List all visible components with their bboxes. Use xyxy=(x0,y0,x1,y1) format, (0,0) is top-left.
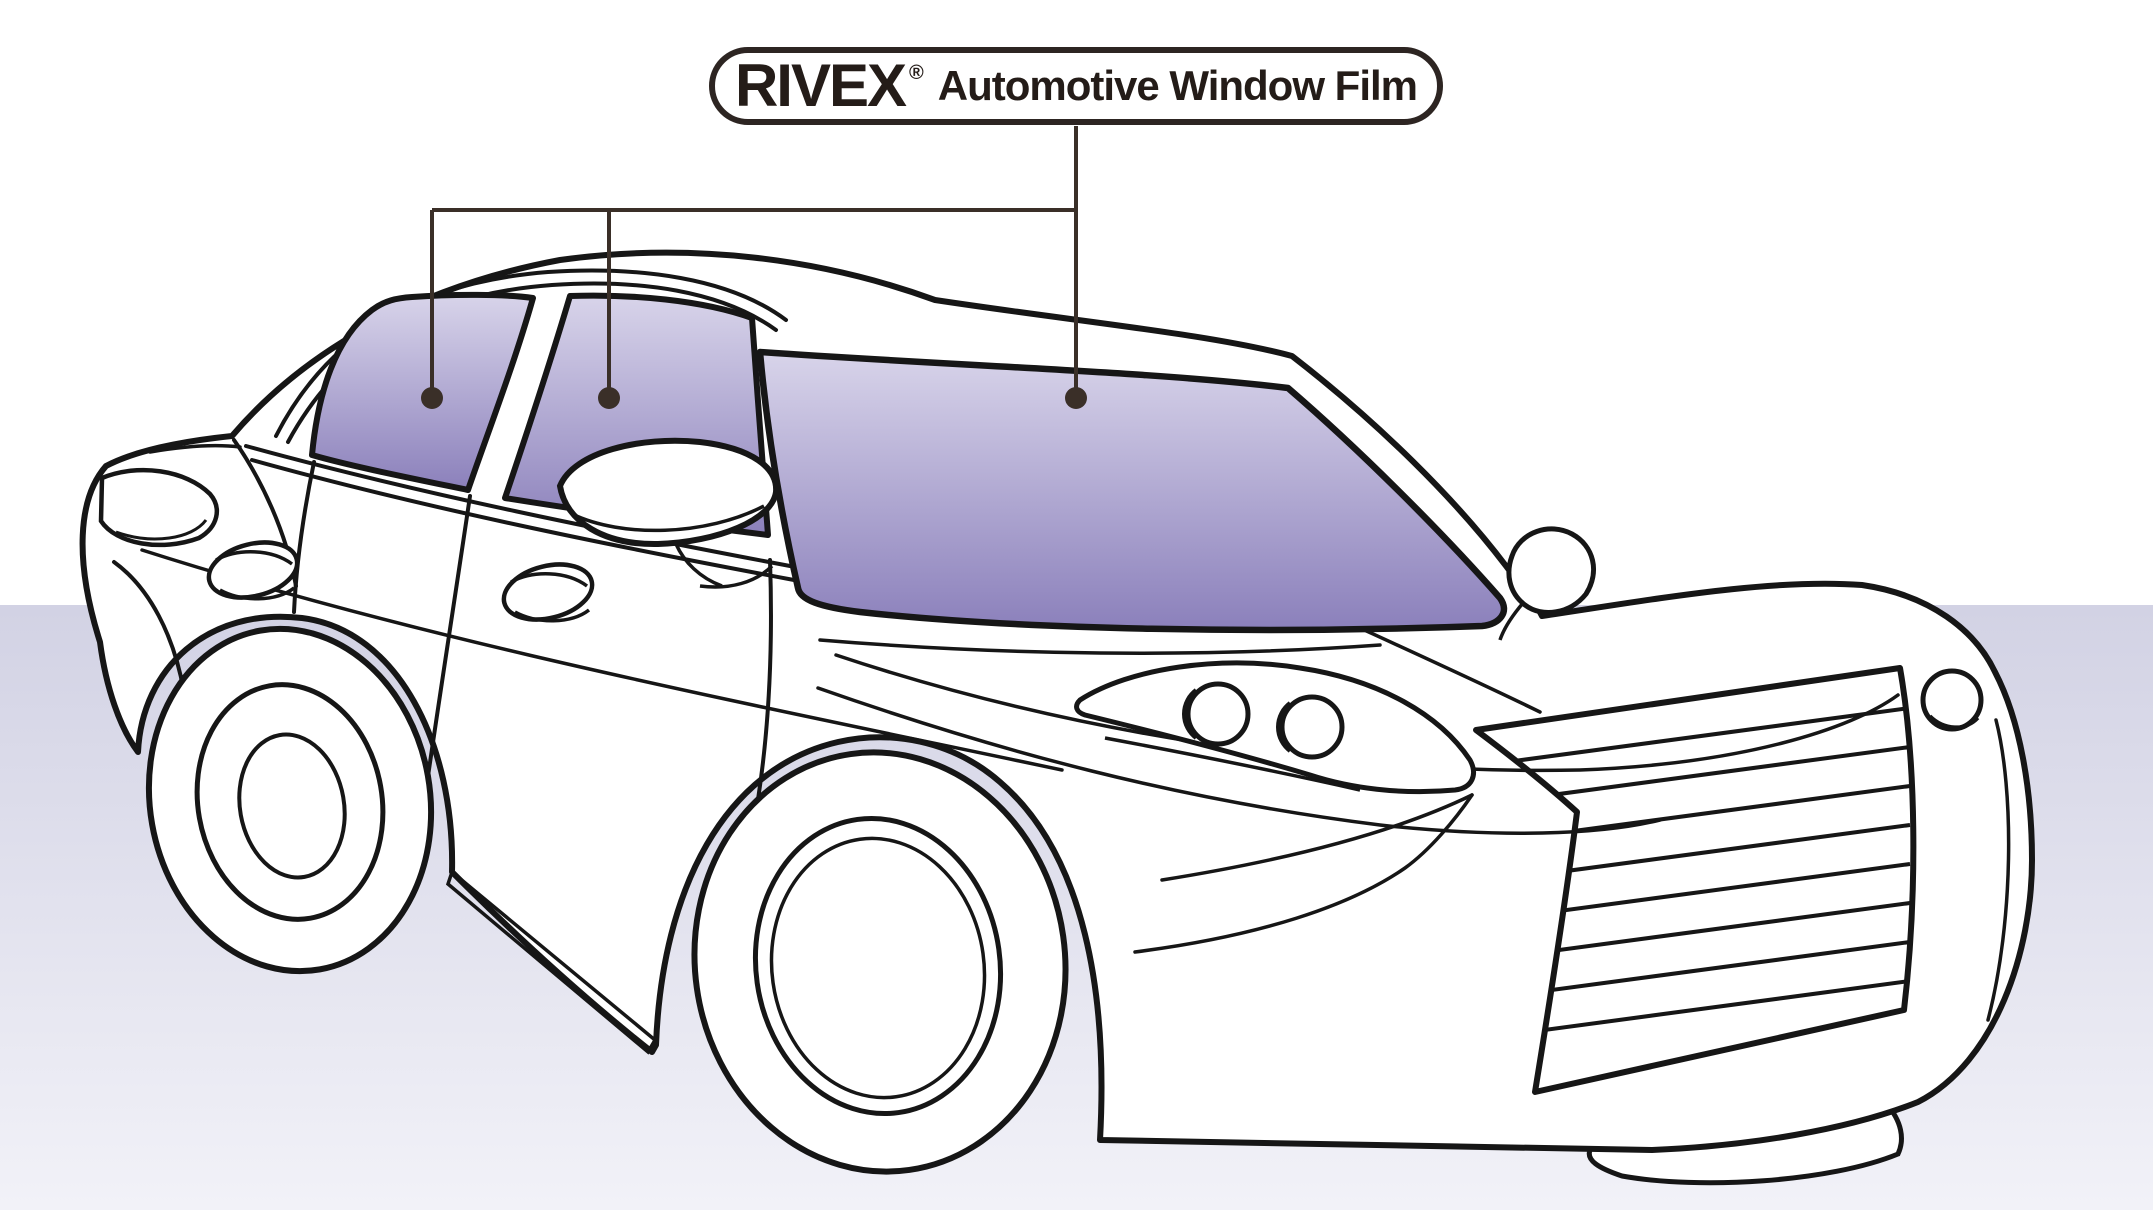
callout-lines xyxy=(430,126,1078,390)
callout-dot-rear-side-window xyxy=(421,387,443,409)
headlight-lower-accent xyxy=(1104,736,1361,792)
window-sill-line-upper xyxy=(244,444,792,568)
taillight xyxy=(98,467,220,548)
rocker-trim xyxy=(445,869,658,1055)
far-side-mirror-housing xyxy=(1506,526,1596,615)
rear-wheel xyxy=(145,625,435,975)
side-mirror-lip xyxy=(571,504,765,533)
front-rim-inner xyxy=(769,836,987,1100)
bumper-corner-line xyxy=(1986,718,2011,1022)
fog-lamp-accent xyxy=(1928,714,1980,729)
trunk-lip-line xyxy=(148,443,242,454)
front-door-handle-grip xyxy=(510,572,589,588)
taillight-inner-line xyxy=(115,519,208,541)
rear-door-handle-recess xyxy=(219,586,296,601)
cowl-line xyxy=(818,638,1382,655)
headlight-projector-1-rim xyxy=(1182,688,1198,740)
headlight xyxy=(1074,660,1476,795)
rear-rim xyxy=(194,682,386,922)
callout-dot-windshield xyxy=(1065,387,1087,409)
grille-slat-1 xyxy=(1476,706,1911,770)
headlight-projector-2 xyxy=(1279,694,1345,760)
far-side-mirror-stalk xyxy=(1498,601,1525,641)
rear-hub xyxy=(237,732,347,880)
rear-bumper-crease xyxy=(112,560,186,694)
front-door-handle xyxy=(501,562,595,623)
front-door-handle-recess xyxy=(514,608,591,623)
bumper-sweep-upper xyxy=(1160,793,1474,882)
fog-lamp xyxy=(1920,668,1984,732)
brand-text: RIVEX xyxy=(734,52,907,119)
product-subtitle-text: Automotive Window Film xyxy=(937,62,1418,109)
grille-outline xyxy=(1473,665,1917,1095)
callout-dot-front-side-window xyxy=(598,387,620,409)
window-sill-line-lower xyxy=(250,458,796,582)
far-side-mirror xyxy=(1498,526,1596,641)
hood-crease-1 xyxy=(834,653,1900,773)
headlight-projector-2-rim xyxy=(1276,701,1292,753)
headlight-outline xyxy=(1074,660,1476,795)
side-mirror-housing xyxy=(556,437,780,548)
rear-side-window-glass xyxy=(309,291,536,493)
registered-trademark-symbol: ® xyxy=(909,62,924,84)
windshield-glass xyxy=(756,348,1508,634)
bumper-sweep-lower xyxy=(1133,793,1474,954)
callout-dots xyxy=(421,387,1087,409)
rear-door-handle-grip xyxy=(215,550,294,566)
rear-door-handle xyxy=(206,540,300,601)
front-rim xyxy=(752,815,1004,1117)
product-label: RIVEX ® Automotive Window Film xyxy=(709,47,1443,125)
side-mirror-stalk xyxy=(674,543,774,589)
headlight-projector-1 xyxy=(1185,681,1251,747)
fender-to-grille-line xyxy=(1358,626,1542,714)
front-wheel xyxy=(691,749,1069,1175)
side-mirror xyxy=(556,437,780,589)
